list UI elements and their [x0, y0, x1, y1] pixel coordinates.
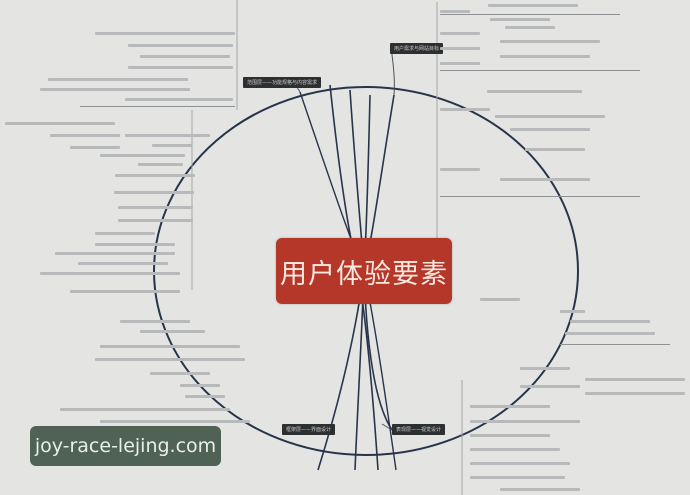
- branch-label-bottom-left: 框架层——界面设计: [282, 424, 336, 435]
- central-node: 用户体验要素: [276, 238, 452, 304]
- branch-label-top-right: 用户需求与网站目标: [390, 43, 444, 54]
- watermark: joy-race-lejing.com: [30, 426, 221, 466]
- branch-label-bottom-right: 表现层——视觉设计: [392, 424, 446, 435]
- branch-label-top-left: 范围层——功能规格与内容需求: [243, 77, 322, 88]
